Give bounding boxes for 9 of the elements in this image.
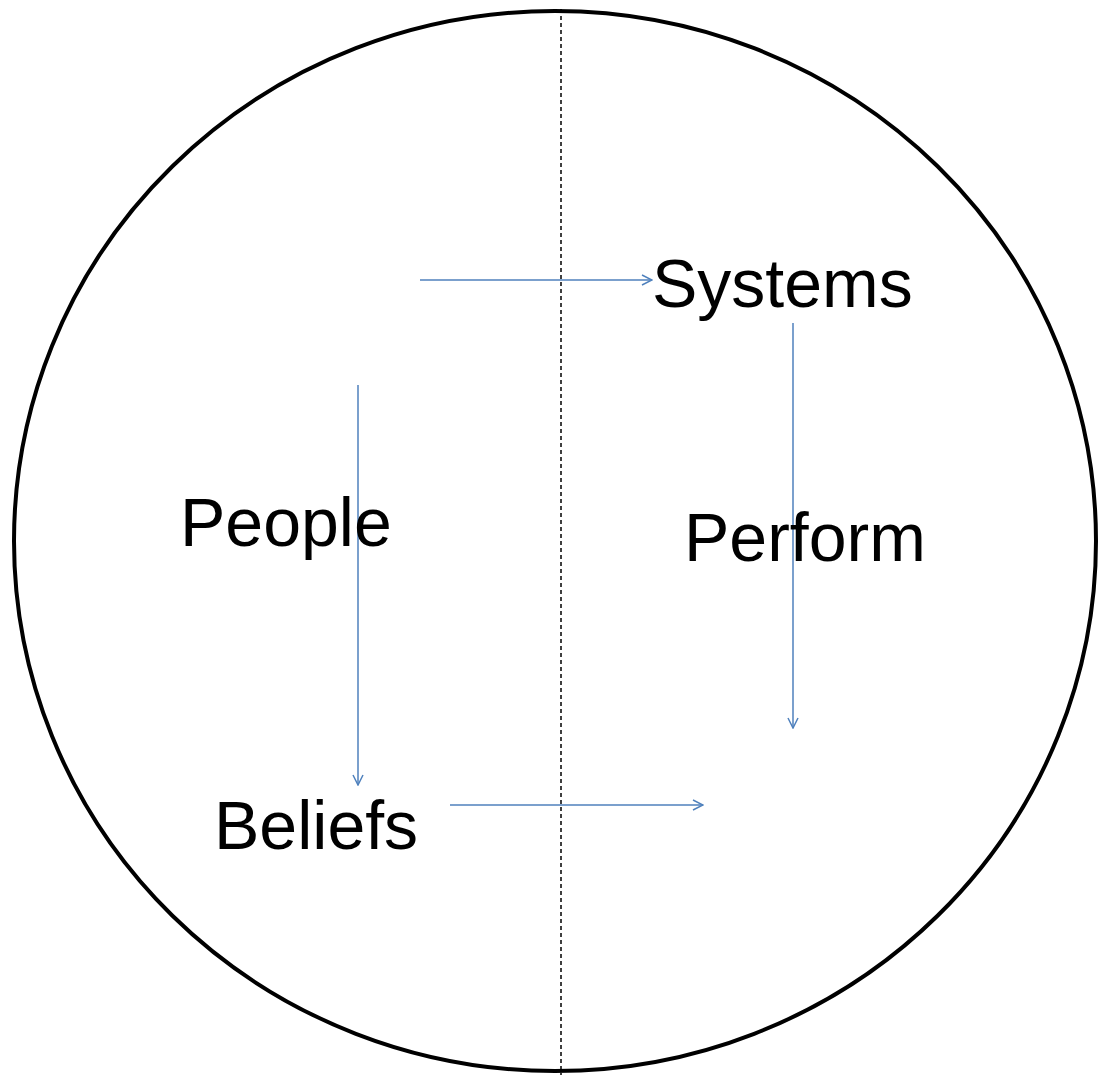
- arrow: [352, 384, 364, 786]
- concept-label: People: [180, 482, 425, 562]
- arrow: [419, 274, 653, 286]
- arrow: [787, 322, 799, 729]
- arrow: [449, 799, 704, 811]
- concept-label: Systems: [652, 243, 942, 323]
- concept-label: Perform: [684, 497, 969, 577]
- circle-outline: [12, 9, 1098, 1073]
- concept-label: Beliefs: [214, 785, 450, 865]
